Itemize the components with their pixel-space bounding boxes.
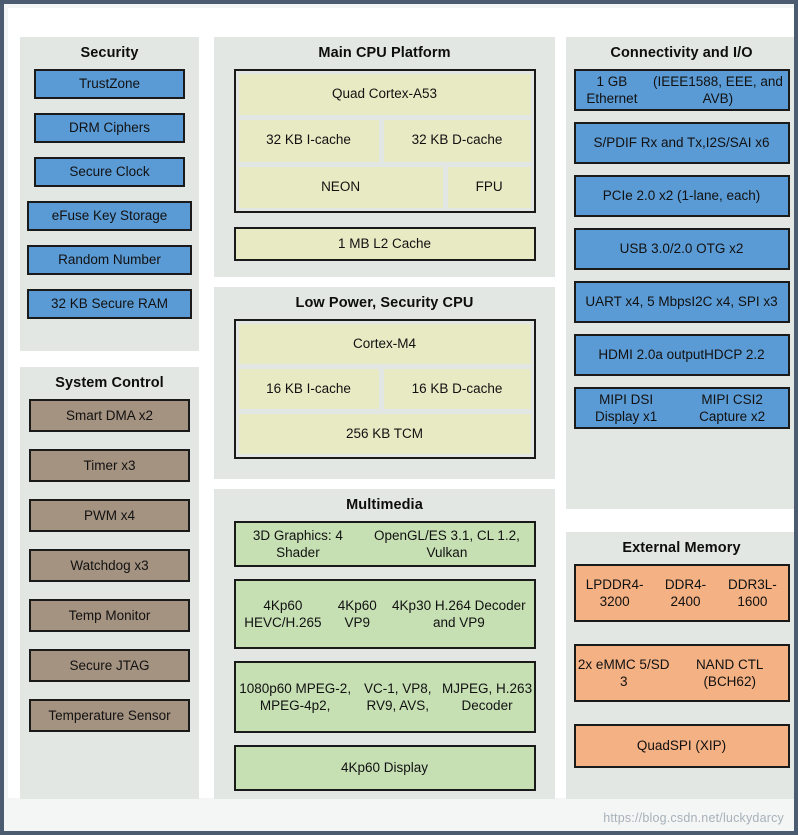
- block-emmc-nand[interactable]: 2x eMMC 5/SD 3 NAND CTL (BCH62): [573, 643, 790, 702]
- block-secure-clock[interactable]: Secure Clock: [34, 156, 185, 187]
- block-pcie[interactable]: PCIe 2.0 x2 (1-lane, each): [573, 174, 790, 217]
- block-spdif-i2s[interactable]: S/PDIF Rx and Tx, I2S/SAI x6: [573, 121, 790, 164]
- cluster-cortex-a53: Quad Cortex-A53 32 KB I-cache 32 KB D-ca…: [233, 68, 536, 213]
- block-line: UART x4, 5 Mbps: [585, 294, 692, 310]
- cell-cortex-m4[interactable]: Cortex-M4: [238, 323, 531, 364]
- system-control-items: Smart DMA x2 Timer x3 PWM x4 Watchdog x3…: [20, 398, 199, 732]
- panel-security: Security TrustZone DRM Ciphers Secure Cl…: [20, 37, 199, 351]
- block-line: (IEEE1588, EEE, and AVB): [653, 73, 783, 106]
- panel-connectivity: Connectivity and I/O 1 GB Ethernet (IEEE…: [566, 37, 794, 509]
- connectivity-items: 1 GB Ethernet (IEEE1588, EEE, and AVB) S…: [566, 68, 794, 429]
- panel-multimedia-title: Multimedia: [346, 497, 423, 513]
- block-line: OpenGL/ES 3.1, CL 1.2, Vulkan: [374, 527, 520, 560]
- block-dram[interactable]: LPDDR4-3200 DDR4-2400 DDR3L-1600: [573, 563, 790, 622]
- cluster-neon-fpu-row: NEON FPU: [238, 166, 531, 208]
- block-ethernet[interactable]: 1 GB Ethernet (IEEE1588, EEE, and AVB): [573, 68, 790, 111]
- cell-m4-dcache[interactable]: 16 KB D-cache: [383, 368, 531, 409]
- multimedia-items: 3D Graphics: 4 Shader OpenGL/ES 3.1, CL …: [214, 520, 555, 791]
- cluster-cortex-m4: Cortex-M4 16 KB I-cache 16 KB D-cache 25…: [233, 318, 536, 459]
- block-smart-dma[interactable]: Smart DMA x2: [29, 398, 190, 432]
- block-line: MJPEG, H.263 Decoder: [442, 680, 533, 713]
- block-line: VC-1, VP8, RV9, AVS,: [363, 680, 432, 713]
- block-line: MIPI DSI Display x1: [594, 391, 658, 424]
- block-efuse-key-storage[interactable]: eFuse Key Storage: [27, 200, 192, 231]
- cluster-cache-row: 32 KB I-cache 32 KB D-cache: [238, 120, 531, 162]
- block-l2-cache[interactable]: 1 MB L2 Cache: [233, 226, 536, 261]
- block-video-decode-4k[interactable]: 4Kp60 HEVC/H.265 4Kp60 VP9 4Kp30 H.264 D…: [233, 578, 536, 649]
- panel-connectivity-title: Connectivity and I/O: [610, 45, 753, 61]
- cell-neon[interactable]: NEON: [238, 166, 443, 208]
- block-hdmi[interactable]: HDMI 2.0a output HDCP 2.2: [573, 333, 790, 376]
- cell-tcm[interactable]: 256 KB TCM: [238, 413, 531, 454]
- block-line: 1080p60 MPEG-2, MPEG-4p2,: [239, 680, 352, 713]
- panel-multimedia: Multimedia 3D Graphics: 4 Shader OpenGL/…: [214, 489, 555, 799]
- block-line: HDCP 2.2: [704, 347, 765, 363]
- block-line: NAND CTL (BCH62): [695, 656, 764, 689]
- block-trustzone[interactable]: TrustZone: [34, 68, 185, 99]
- block-uart-i2c-spi[interactable]: UART x4, 5 Mbps I2C x4, SPI x3: [573, 280, 790, 323]
- panel-low-power-cpu: Low Power, Security CPU Cortex-M4 16 KB …: [214, 287, 555, 479]
- block-secure-jtag[interactable]: Secure JTAG: [29, 648, 190, 682]
- block-temp-monitor[interactable]: Temp Monitor: [29, 598, 190, 632]
- block-pwm[interactable]: PWM x4: [29, 498, 190, 532]
- block-timer[interactable]: Timer x3: [29, 448, 190, 482]
- block-mipi[interactable]: MIPI DSI Display x1 MIPI CSI2 Capture x2: [573, 386, 790, 429]
- panel-main-cpu-title: Main CPU Platform: [318, 45, 451, 61]
- block-temperature-sensor[interactable]: Temperature Sensor: [29, 698, 190, 732]
- block-line: HDMI 2.0a output: [598, 347, 705, 363]
- block-line: I2C x4, SPI x3: [691, 294, 778, 310]
- block-line: 2x eMMC 5/SD 3: [577, 656, 670, 689]
- block-line: 1 GB Ethernet: [586, 73, 638, 106]
- block-usb-otg[interactable]: USB 3.0/2.0 OTG x2: [573, 227, 790, 270]
- block-video-decode-1080p[interactable]: 1080p60 MPEG-2, MPEG-4p2, VC-1, VP8, RV9…: [233, 660, 536, 733]
- panel-security-title: Security: [80, 45, 139, 61]
- panel-main-cpu: Main CPU Platform Quad Cortex-A53 32 KB …: [214, 37, 555, 277]
- block-line: DDR4-2400: [664, 576, 707, 609]
- block-line: S/PDIF Rx and Tx,: [593, 135, 706, 151]
- block-line: LPDDR4-3200: [585, 576, 644, 609]
- block-watchdog[interactable]: Watchdog x3: [29, 548, 190, 582]
- panel-low-power-cpu-title: Low Power, Security CPU: [295, 295, 474, 311]
- external-memory-items: LPDDR4-3200 DDR4-2400 DDR3L-1600 2x eMMC…: [566, 563, 794, 768]
- block-line: MIPI CSI2 Capture x2: [699, 391, 766, 424]
- cell-icache[interactable]: 32 KB I-cache: [238, 120, 379, 162]
- block-line: 4Kp60 HEVC/H.265: [244, 597, 322, 630]
- block-random-number[interactable]: Random Number: [27, 244, 192, 275]
- block-line: DDR3L-1600: [727, 576, 777, 609]
- panel-system-control-title: System Control: [55, 375, 164, 391]
- watermark: https://blog.csdn.net/luckydarcy: [603, 811, 784, 825]
- block-secure-ram[interactable]: 32 KB Secure RAM: [27, 288, 192, 319]
- block-4kp60-display[interactable]: 4Kp60 Display: [233, 744, 536, 791]
- cell-dcache[interactable]: 32 KB D-cache: [383, 120, 531, 162]
- cell-quad-cortex-a53[interactable]: Quad Cortex-A53: [238, 73, 531, 116]
- block-line: 3D Graphics: 4 Shader: [252, 527, 343, 560]
- block-3d-graphics[interactable]: 3D Graphics: 4 Shader OpenGL/ES 3.1, CL …: [233, 520, 536, 567]
- panel-external-memory: External Memory LPDDR4-3200 DDR4-2400 DD…: [566, 532, 794, 799]
- cell-fpu[interactable]: FPU: [447, 166, 531, 208]
- security-items: TrustZone DRM Ciphers Secure Clock eFuse…: [20, 68, 199, 319]
- panel-system-control: System Control Smart DMA x2 Timer x3 PWM…: [20, 367, 199, 799]
- cluster-m4-cache-row: 16 KB I-cache 16 KB D-cache: [238, 368, 531, 409]
- block-drm-ciphers[interactable]: DRM Ciphers: [34, 112, 185, 143]
- cell-m4-icache[interactable]: 16 KB I-cache: [238, 368, 379, 409]
- block-quadspi[interactable]: QuadSPI (XIP): [573, 723, 790, 768]
- block-line: 4Kp30 H.264 Decoder and VP9: [392, 597, 526, 630]
- block-line: I2S/SAI x6: [705, 135, 770, 151]
- block-line: 4Kp60 VP9: [337, 597, 377, 630]
- panel-external-memory-title: External Memory: [622, 540, 741, 556]
